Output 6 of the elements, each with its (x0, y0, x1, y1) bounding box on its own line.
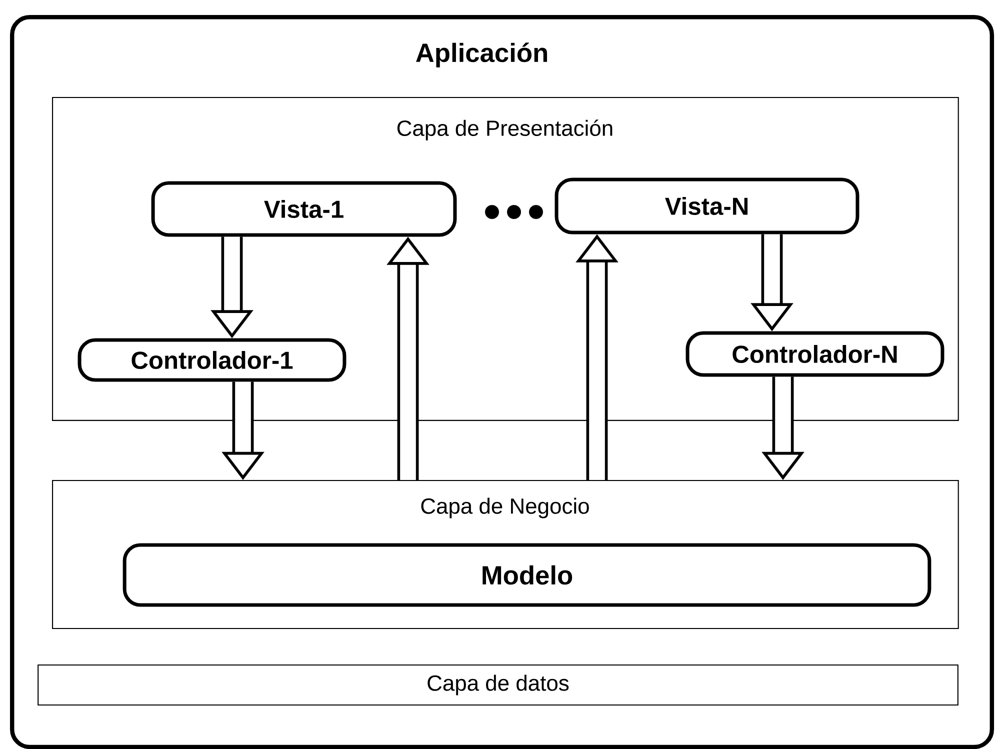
controller-box: Controlador-1 (78, 338, 346, 382)
layer-box: Capa de datos (38, 664, 958, 706)
view-box: Vista-1 (151, 181, 457, 237)
model-box: Modelo (122, 543, 932, 607)
view-box: Vista-N (554, 178, 860, 234)
controller-box: Controlador-N (686, 331, 944, 377)
